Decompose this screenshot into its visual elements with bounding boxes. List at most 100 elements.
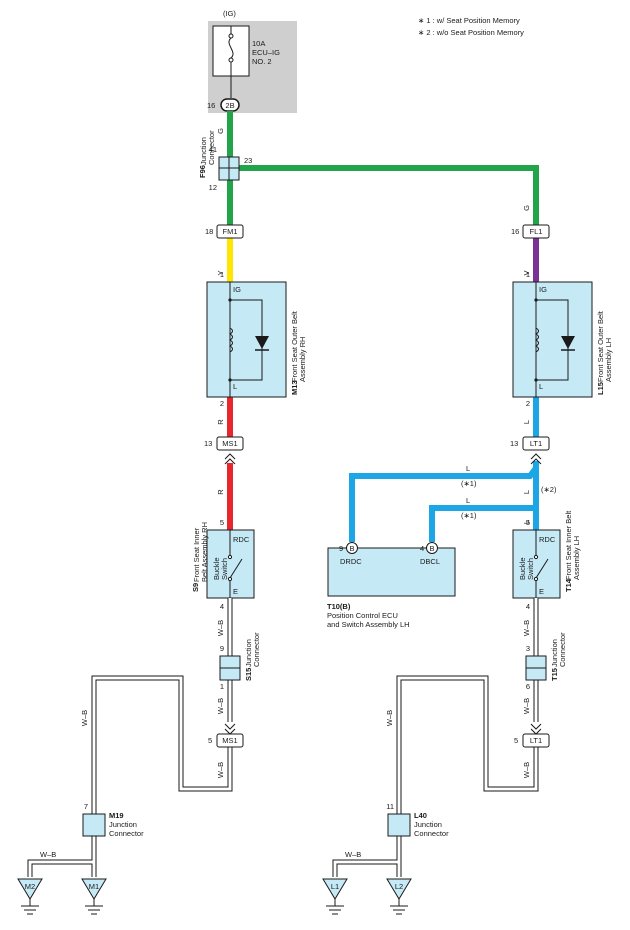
t10-id: T10(B) (327, 602, 351, 611)
fl1-label: FL1 (530, 227, 543, 236)
m13-name-1: Front Seat Outer Belt (290, 310, 299, 382)
wb-label-1: W–B (216, 620, 225, 636)
t10-conn-b2: B (429, 544, 434, 553)
lt1-bottom-connector (522, 733, 550, 748)
wire-wb-lh (332, 598, 539, 877)
fuse-rating: 10A (252, 39, 265, 48)
s9-pin-top: 5 (220, 518, 224, 527)
l15-coil-diode-icon (534, 282, 575, 397)
blue-label-l-mid: L (522, 490, 531, 494)
wire-label-g-top: G (216, 128, 225, 134)
m13-wire-bottom: R (216, 419, 225, 425)
l15-name-2: Assembly LH (604, 338, 613, 382)
fuse-name-2: NO. 2 (252, 57, 272, 66)
ms1-top-connector (216, 436, 244, 451)
ground-m2 (17, 878, 43, 915)
t14-term-top: RDC (539, 535, 556, 544)
lt1-bottom-chevron-icon (530, 723, 542, 735)
wb-label-9: W–B (385, 710, 394, 726)
fl1-connector (522, 224, 550, 239)
fuse-name-1: ECU–IG (252, 48, 280, 57)
t10-pin-dbcl: 4 (420, 544, 424, 553)
wire-green-f96-right (239, 165, 539, 225)
t14-name-2: Assembly LH (572, 536, 581, 580)
m19-pin: 7 (84, 802, 88, 811)
l15-wire-top: V (522, 270, 531, 275)
fuse-connector-label: 2B (225, 101, 234, 110)
m19-name-1: Junction (109, 820, 137, 829)
l15-term-ig: IG (539, 285, 547, 294)
l15-id: L15 (596, 382, 605, 395)
t15-name-2: Connector (558, 632, 567, 667)
m19-id: M19 (109, 811, 124, 820)
ground-m1-label: M1 (89, 882, 99, 891)
l40-name-1: Junction (414, 820, 442, 829)
s15-name-2: Connector (252, 632, 261, 667)
s9-id: S9 (191, 583, 200, 592)
m13-assembly (206, 281, 287, 398)
l15-wire-bottom: L (522, 420, 531, 424)
s9-term-bottom: E (233, 587, 238, 596)
lt1-top-chevron-icon (530, 453, 542, 465)
m13-coil-diode-icon (228, 282, 269, 397)
wb-label-4: W–B (80, 710, 89, 726)
t10-term-drdc: DRDC (340, 557, 362, 566)
f96-name-2: Connector (207, 130, 216, 165)
t10-pin-drdc: 9 (339, 544, 343, 553)
f96-pin-top: 41 (209, 145, 217, 154)
t10-name-1: Position Control ECU (327, 611, 398, 620)
ms1-bottom-connector (216, 733, 244, 748)
t14-id: T14 (564, 578, 573, 592)
m19-name-2: Connector (109, 829, 144, 838)
wire-wb-rh (27, 598, 233, 877)
t10-pin-drdc-connector (346, 542, 358, 554)
lt1-bottom-label: LT1 (530, 736, 542, 745)
t14-switch-icon (533, 530, 549, 598)
m13-pin-top: 1 (220, 270, 224, 279)
fuse-ig-label: (IG) (223, 9, 236, 18)
ground-l1 (322, 878, 348, 915)
m13-term-ig: IG (233, 285, 241, 294)
blue-label-n2-mid: (∗2) (541, 485, 557, 494)
ms1-bottom-pin: 5 (208, 736, 212, 745)
ground-l2-label: L2 (395, 882, 403, 891)
wb-label-10: W–B (345, 850, 361, 859)
t14-switch-2: Switch (526, 558, 535, 580)
s15-pin-top: 9 (220, 644, 224, 653)
f96-pin-right: 23 (244, 156, 252, 165)
lt1-bottom-pin: 5 (514, 736, 518, 745)
l40-name-2: Connector (414, 829, 449, 838)
ms1-top-label: MS1 (222, 439, 237, 448)
s9-name-1: Front Seat Inner (192, 527, 201, 582)
ms1-top-pin: 13 (204, 439, 212, 448)
blue-label-n1-low: (∗1) (461, 511, 477, 520)
f96-id: F96 (198, 165, 207, 178)
wb-label-5: W–B (40, 850, 56, 859)
f96-pin-bottom: 12 (209, 183, 217, 192)
lt1-top-pin: 13 (510, 439, 518, 448)
ms1-bottom-chevron-icon (224, 723, 236, 735)
m13-name-2: Assembly RH (298, 337, 307, 382)
blue-label-n1-top: (∗1) (461, 479, 477, 488)
ground-m2-label: M2 (25, 882, 35, 891)
m13-id: M13 (290, 380, 299, 395)
m19-connector (82, 813, 106, 837)
t10-pin-dbcl-connector (426, 542, 438, 554)
wire-label-g-right: G (522, 205, 531, 211)
t10-conn-b1: B (349, 544, 354, 553)
ground-l2 (386, 878, 412, 915)
l15-pin-top: 1 (526, 270, 530, 279)
l15-name-1: Front Seat Outer Belt (596, 310, 605, 382)
lt1-top-label: LT1 (530, 439, 542, 448)
fm1-label: FM1 (223, 227, 238, 236)
fuse-pin: 16 (207, 101, 215, 110)
ms1-bottom-label: MS1 (222, 736, 237, 745)
l15-assembly (512, 281, 593, 398)
s9-term-top: RDC (233, 535, 250, 544)
s9-pin-bottom: 4 (220, 602, 224, 611)
wb-label-6: W–B (522, 620, 531, 636)
l40-pin: 11 (386, 802, 394, 811)
fm1-pin: 18 (205, 227, 213, 236)
l40-connector (387, 813, 411, 837)
